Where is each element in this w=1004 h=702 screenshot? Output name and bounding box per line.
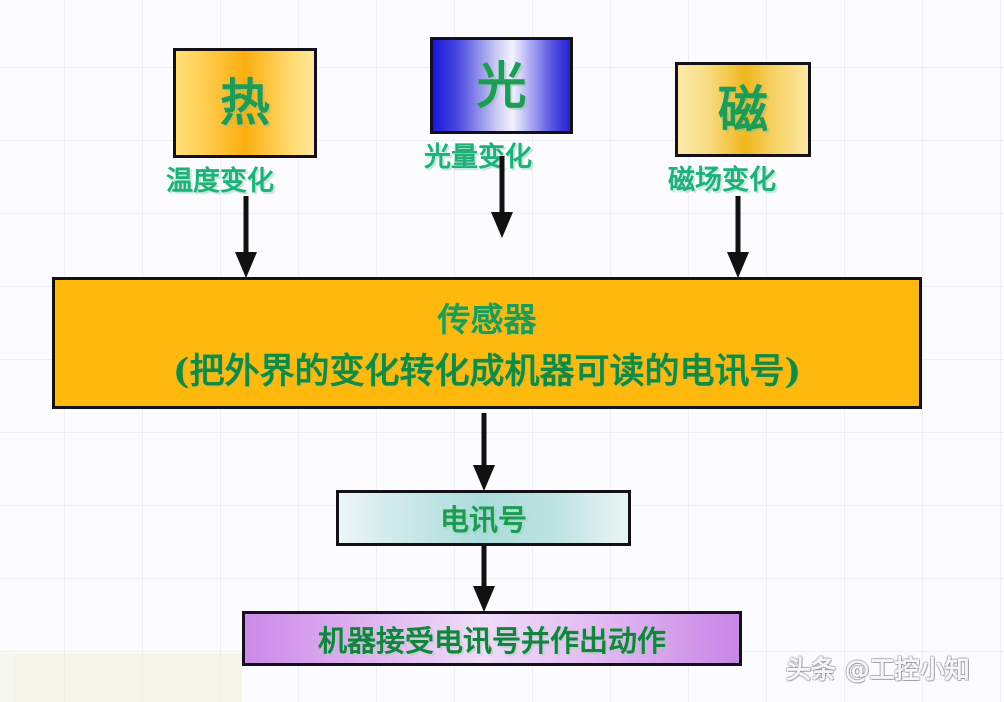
source-glyph-light: 光 [476,55,527,115]
machine-box: 机器接受电讯号并作出动作 [242,611,742,666]
source-box-magnetism: 磁 [675,62,811,157]
source-glyph-magnetism: 磁 [718,79,768,139]
sensor-description: (把外界的变化转化成机器可读的电讯号) [172,350,802,392]
signal-box: 电讯号 [336,490,631,546]
signal-label: 电讯号 [439,503,527,537]
source-caption-light: 光量变化 [424,142,532,173]
source-box-light: 光 [430,37,573,134]
arrow-sensor-to-signal [473,413,495,491]
arrow-heat-to-sensor [235,196,257,278]
sensor-title: 传感器 [437,299,537,339]
watermark-text: 头条 @工控小知 [786,655,970,684]
arrow-light-to-sensor [491,156,513,238]
machine-label: 机器接受电讯号并作出动作 [317,623,666,658]
arrow-signal-to-machine [473,546,495,612]
arrow-magnetism-to-sensor [727,196,749,278]
source-caption-heat: 温度变化 [166,166,274,197]
source-glyph-heat: 热 [220,73,270,132]
source-box-heat: 热 [173,48,317,158]
source-caption-magnetism: 磁场变化 [668,165,776,196]
background-tint [14,653,242,702]
sensor-box: 传感器 (把外界的变化转化成机器可读的电讯号) [52,277,922,409]
background-tint [0,653,14,702]
